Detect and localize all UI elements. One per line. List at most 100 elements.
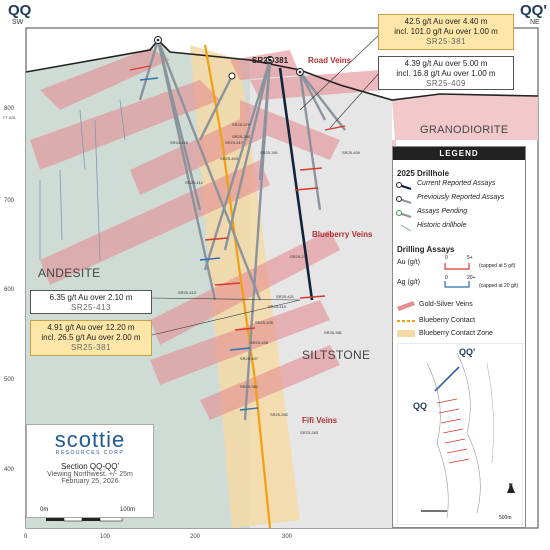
legend-current-row: Current Reported Assays [393,180,527,191]
legend-au-hi: 5+ [467,255,473,261]
drillhole-10 [298,71,327,121]
callout-line1: 42.5 g/t Au over 4.40 m [404,17,488,26]
y-tick-800: 800 [4,106,15,112]
callout-line2: incl. 16.8 g/t Au over 1.00 m [396,69,496,78]
section-end-label: QQ' [520,2,547,19]
section-start-label: QQ [8,2,32,19]
drillhole-2 [156,39,262,301]
legend-panel: LEGEND 2025 Drillhole Current Reported A… [392,146,526,528]
drillhole-5 [203,59,272,271]
legend-au-cap: (capped at 5 g/t) [479,263,516,269]
assay-au-4 [204,237,229,241]
callout-sr25-381-mid: 4.91 g/t Au over 12.20 m incl. 26.5 g/t … [30,320,152,356]
drillhole-id-label: SR25-421 [276,294,295,299]
drillhole-8 [223,59,272,251]
x-tick-300: 300 [282,534,293,540]
assay-ag-3 [229,347,251,351]
drillhole-id-label: SR24-417 [225,140,244,145]
legend-assays-title: Drilling Assays [397,245,455,254]
leader-2 [329,71,381,129]
assay-au-3 [294,187,319,191]
inset-qq-label: QQ [413,401,428,411]
historic-hole-4 [119,99,126,141]
assay-ticks [129,65,346,411]
drillhole-3 [156,39,202,211]
assay-au-6 [299,295,326,299]
drillhole-sr25-381 [278,67,314,301]
assay-au-7 [234,327,256,331]
vein-3 [130,110,280,195]
legend-current: Current Reported Assays [417,180,496,187]
legend-historic: Historic drillhole [417,222,467,229]
legend-au-lo: 0 [445,255,448,261]
legend-ag: Ag (g/t) [397,279,420,286]
callout-id: SR25-381 [70,343,112,352]
vein-5 [150,230,340,345]
callout-id: SR25-381 [425,37,467,46]
legend-blueberry-contact: Blueberry Contact [419,317,476,324]
y-tick-700: 700 [4,198,15,204]
andesite-label: ANDESITE [38,266,101,280]
scale-bar [46,515,123,522]
callout-line2: incl. 26.5 g/t Au over 2.00 m [41,333,141,342]
callout-line1: 4.39 g/t Au over 5.00 m [404,59,488,68]
collar-dots [156,38,302,74]
inset-location-map [397,343,523,525]
drillhole-id-label: SR25-410 [268,304,287,309]
callout-sr25-381-top: 42.5 g/t Au over 4.40 m incl. 101.0 g/t … [378,14,514,50]
x-tick-200: 200 [190,534,201,540]
drillhole-id-label: SR25-412 [185,180,204,185]
leader-3 [151,297,301,301]
assay-au-5 [214,282,241,286]
company-sublogo: RESOURCES CORP [55,450,125,456]
legend-drillhole-title: 2025 Drillhole [397,169,450,178]
legend-previous-row: Previously Reported Assays [393,194,527,205]
callout-sr25-413: 6.35 g/t Au over 2.10 m SR25-413 [30,290,152,314]
fifi-veins-label: Fifi Veins [302,416,338,425]
legend-previous: Previously Reported Assays [417,194,505,201]
x-tick-100: 100 [100,534,111,540]
section-end-direction: NE [530,19,540,26]
drillhole-4 [138,39,160,101]
legend-gold-silver: Gold-Silver Veins [419,301,473,308]
drillhole-id-label: SR25-391 [260,150,279,155]
callout-sr25-409: 4.39 g/t Au over 5.00 m incl. 16.8 g/t A… [378,56,514,90]
vein-1 [40,48,170,110]
assay-au-2 [299,167,323,171]
section-start-direction: SW [12,19,24,26]
assay-ag-2 [199,257,221,261]
vein-6 [150,300,330,385]
drillhole-id-label: SR25-392 [270,412,289,417]
legend-ag-hi: 20+ [467,275,476,281]
y-tick-500: 500 [4,377,15,383]
drillhole-id-label: SR25-407 [240,356,259,361]
drillhole-id-label: SR25-277 [290,254,309,259]
drillhole-id-label: SR25-413 [178,290,197,295]
vein-4 [40,160,270,285]
x-tick-0: 0 [24,534,28,540]
title-block: scottie RESOURCES CORP Section QQ-QQ' Vi… [26,424,154,518]
historic-drillholes [39,99,126,261]
y-tick-400: 400 [4,467,15,473]
legend-historic-row: Historic drillhole [393,222,527,233]
drillhole-id-label: SR25-403 [220,156,239,161]
siltstone-label: SILTSTONE [302,348,371,362]
collar-dot-1 [156,38,160,42]
drillholes [138,39,346,421]
scale-seg-1 [46,516,64,521]
callout-id: SR25-409 [425,79,467,88]
vein-8 [230,50,300,80]
gold-silver-veins [30,48,385,420]
historic-hole-5 [79,109,86,171]
drillhole-id-label: SR23-283 [300,430,319,435]
drillhole-7 [258,59,272,181]
drillhole-id-label: SR25-379 [232,122,251,127]
drillhole-id-label: SR25-381 [324,330,343,335]
drillhole-12 [198,75,234,141]
callout-leaders [151,33,381,336]
legend-ag-cap: (capped at 20 g/t) [479,283,519,289]
topography-line [25,38,539,101]
inset-qq-prime-label: QQ' [459,347,476,357]
scale-100-label: 100m [120,507,136,513]
